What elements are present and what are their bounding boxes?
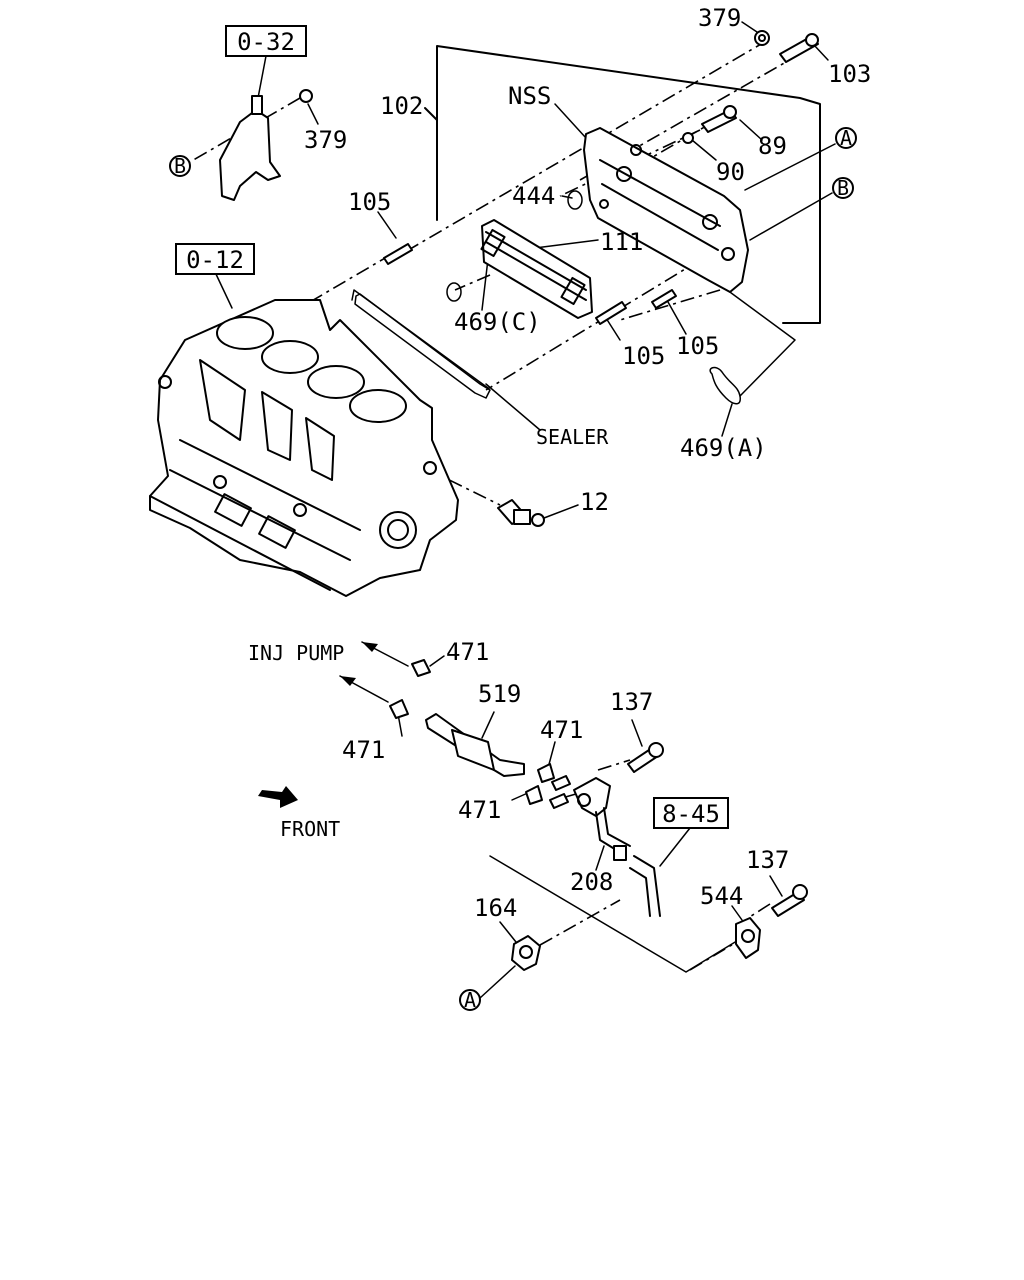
circle-marker-a-bottom: A [459,988,481,1012]
label-105-mid: 105 [622,342,665,370]
marker-a-bottom-label: A [464,988,476,1012]
part-labels: 379 103 379 102 NSS 89 90 444 111 105 46… [248,4,871,922]
label-front: FRONT [280,817,340,841]
label-471-bottom: 471 [458,796,501,824]
label-137-top: 137 [610,688,653,716]
gasket-544 [735,917,761,959]
label-471-top: 471 [446,638,489,666]
ref-box-8-45: 8-45 [653,797,729,829]
ref-0-32-label: 0-32 [237,28,295,56]
label-nss: NSS [508,82,551,110]
bolts [682,30,819,144]
marker-b-right-label: B [837,176,849,200]
oil-cooler-element [480,219,593,319]
label-164: 164 [474,894,517,922]
label-105-right: 105 [676,332,719,360]
label-sealer: SEALER [536,425,609,449]
clamps-471 [389,659,555,805]
o-ring-444 [567,190,583,210]
marker-b-left-label: B [174,154,186,178]
label-208: 208 [570,868,613,896]
label-471-right: 471 [540,716,583,744]
label-102: 102 [380,92,423,120]
inj-pump-arrows [339,641,409,703]
front-arrow-icon [258,786,298,808]
bolts-137 [627,742,808,917]
label-519: 519 [478,680,521,708]
gasket-164 [511,935,541,971]
o-ring-469c [446,282,462,302]
label-inj-pump: INJ PUMP [248,641,344,665]
label-12: 12 [580,488,609,516]
label-103: 103 [828,60,871,88]
pipe-208 [549,775,661,917]
label-90: 90 [716,158,745,186]
label-471-left: 471 [342,736,385,764]
marker-a-top-label: A [840,126,852,150]
label-89: 89 [758,132,787,160]
fitting-12 [497,499,545,527]
ref-box-0-12: 0-12 [175,243,255,275]
label-105-top: 105 [348,188,391,216]
label-544: 544 [700,882,743,910]
engine-block [149,299,459,597]
studs-105 [383,243,677,325]
ref-box-0-32: 0-32 [225,25,307,57]
ref-8-45-label: 8-45 [662,800,720,828]
label-469a: 469(A) [680,434,767,462]
label-379-top: 379 [698,4,741,32]
o-ring-469a [709,366,741,405]
hose-519 [425,713,525,777]
label-137-bottom: 137 [746,846,789,874]
circle-marker-b-left: B [169,154,191,178]
label-469c: 469(C) [454,308,541,336]
circle-marker-b-right: B [832,176,854,200]
oil-cooler-cover [583,127,749,293]
water-outlet [219,89,313,201]
leader-lines [214,21,836,999]
ref-0-12-label: 0-12 [186,246,244,274]
label-379-left: 379 [304,126,347,154]
label-111: 111 [600,228,643,256]
label-444: 444 [512,182,555,210]
circle-marker-a-top: A [835,126,857,150]
